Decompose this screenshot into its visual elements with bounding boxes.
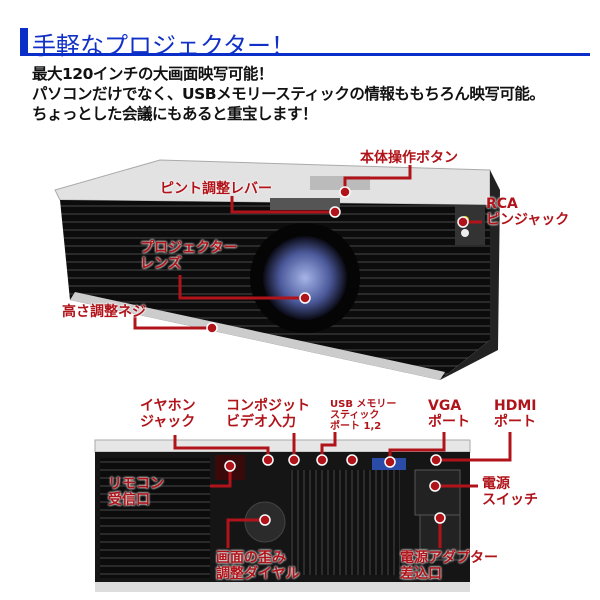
- label-rca-2: ピンジャック: [486, 212, 570, 228]
- title-underline: [20, 53, 590, 56]
- label-remote-2: 受信口: [108, 492, 150, 508]
- title-bar-marker: [20, 28, 28, 54]
- projector-front-view: [54, 159, 500, 380]
- callout-dots: [206, 186, 469, 526]
- label-height-screw: 高さ調整ネジ: [62, 304, 146, 320]
- label-lens-2: レンズ: [140, 256, 182, 272]
- label-hdmi-2: ポート: [494, 414, 536, 430]
- label-rca-1: RCA: [486, 196, 518, 212]
- label-earphone-2: ジャック: [140, 414, 196, 430]
- projector-back-view: [94, 439, 471, 592]
- label-earphone-1: イヤホン: [140, 398, 196, 414]
- description-line-1: 最大120インチの大画面映写可能！: [32, 65, 273, 83]
- label-usb-2: スティック: [330, 410, 380, 421]
- label-composite-2: ビデオ入力: [226, 414, 296, 430]
- label-remote-1: リモコン: [108, 476, 164, 492]
- label-adapter-1: 電源アダプター: [400, 550, 498, 566]
- description-line-2: パソコンだけでなく、USBメモリースティックの情報ももちろん映写可能。: [32, 85, 545, 103]
- label-usb-1: USB メモリー: [330, 399, 397, 410]
- label-keystone-2: 調整ダイヤル: [216, 566, 300, 582]
- label-focus-lever: ピント調整レバー: [160, 181, 272, 197]
- label-composite-1: コンポジット: [226, 398, 310, 414]
- label-vga-2: ポート: [428, 414, 470, 430]
- label-control-buttons: 本体操作ボタン: [360, 150, 458, 166]
- lens-icon: [263, 236, 347, 320]
- label-lens-1: プロジェクター: [140, 240, 238, 256]
- callout-lines: [133, 165, 512, 548]
- description-line-3: ちょっとした会議にもあると重宝します！: [32, 105, 318, 123]
- label-power-switch-2: スイッチ: [482, 492, 538, 508]
- label-adapter-2: 差込口: [400, 566, 442, 582]
- label-power-switch-1: 電源: [482, 476, 510, 492]
- label-keystone-1: 画面の歪み: [216, 550, 286, 566]
- label-vga-1: VGA: [428, 398, 462, 414]
- label-hdmi-1: HDMI: [494, 398, 537, 414]
- label-usb-3: ポート 1,2: [330, 421, 382, 432]
